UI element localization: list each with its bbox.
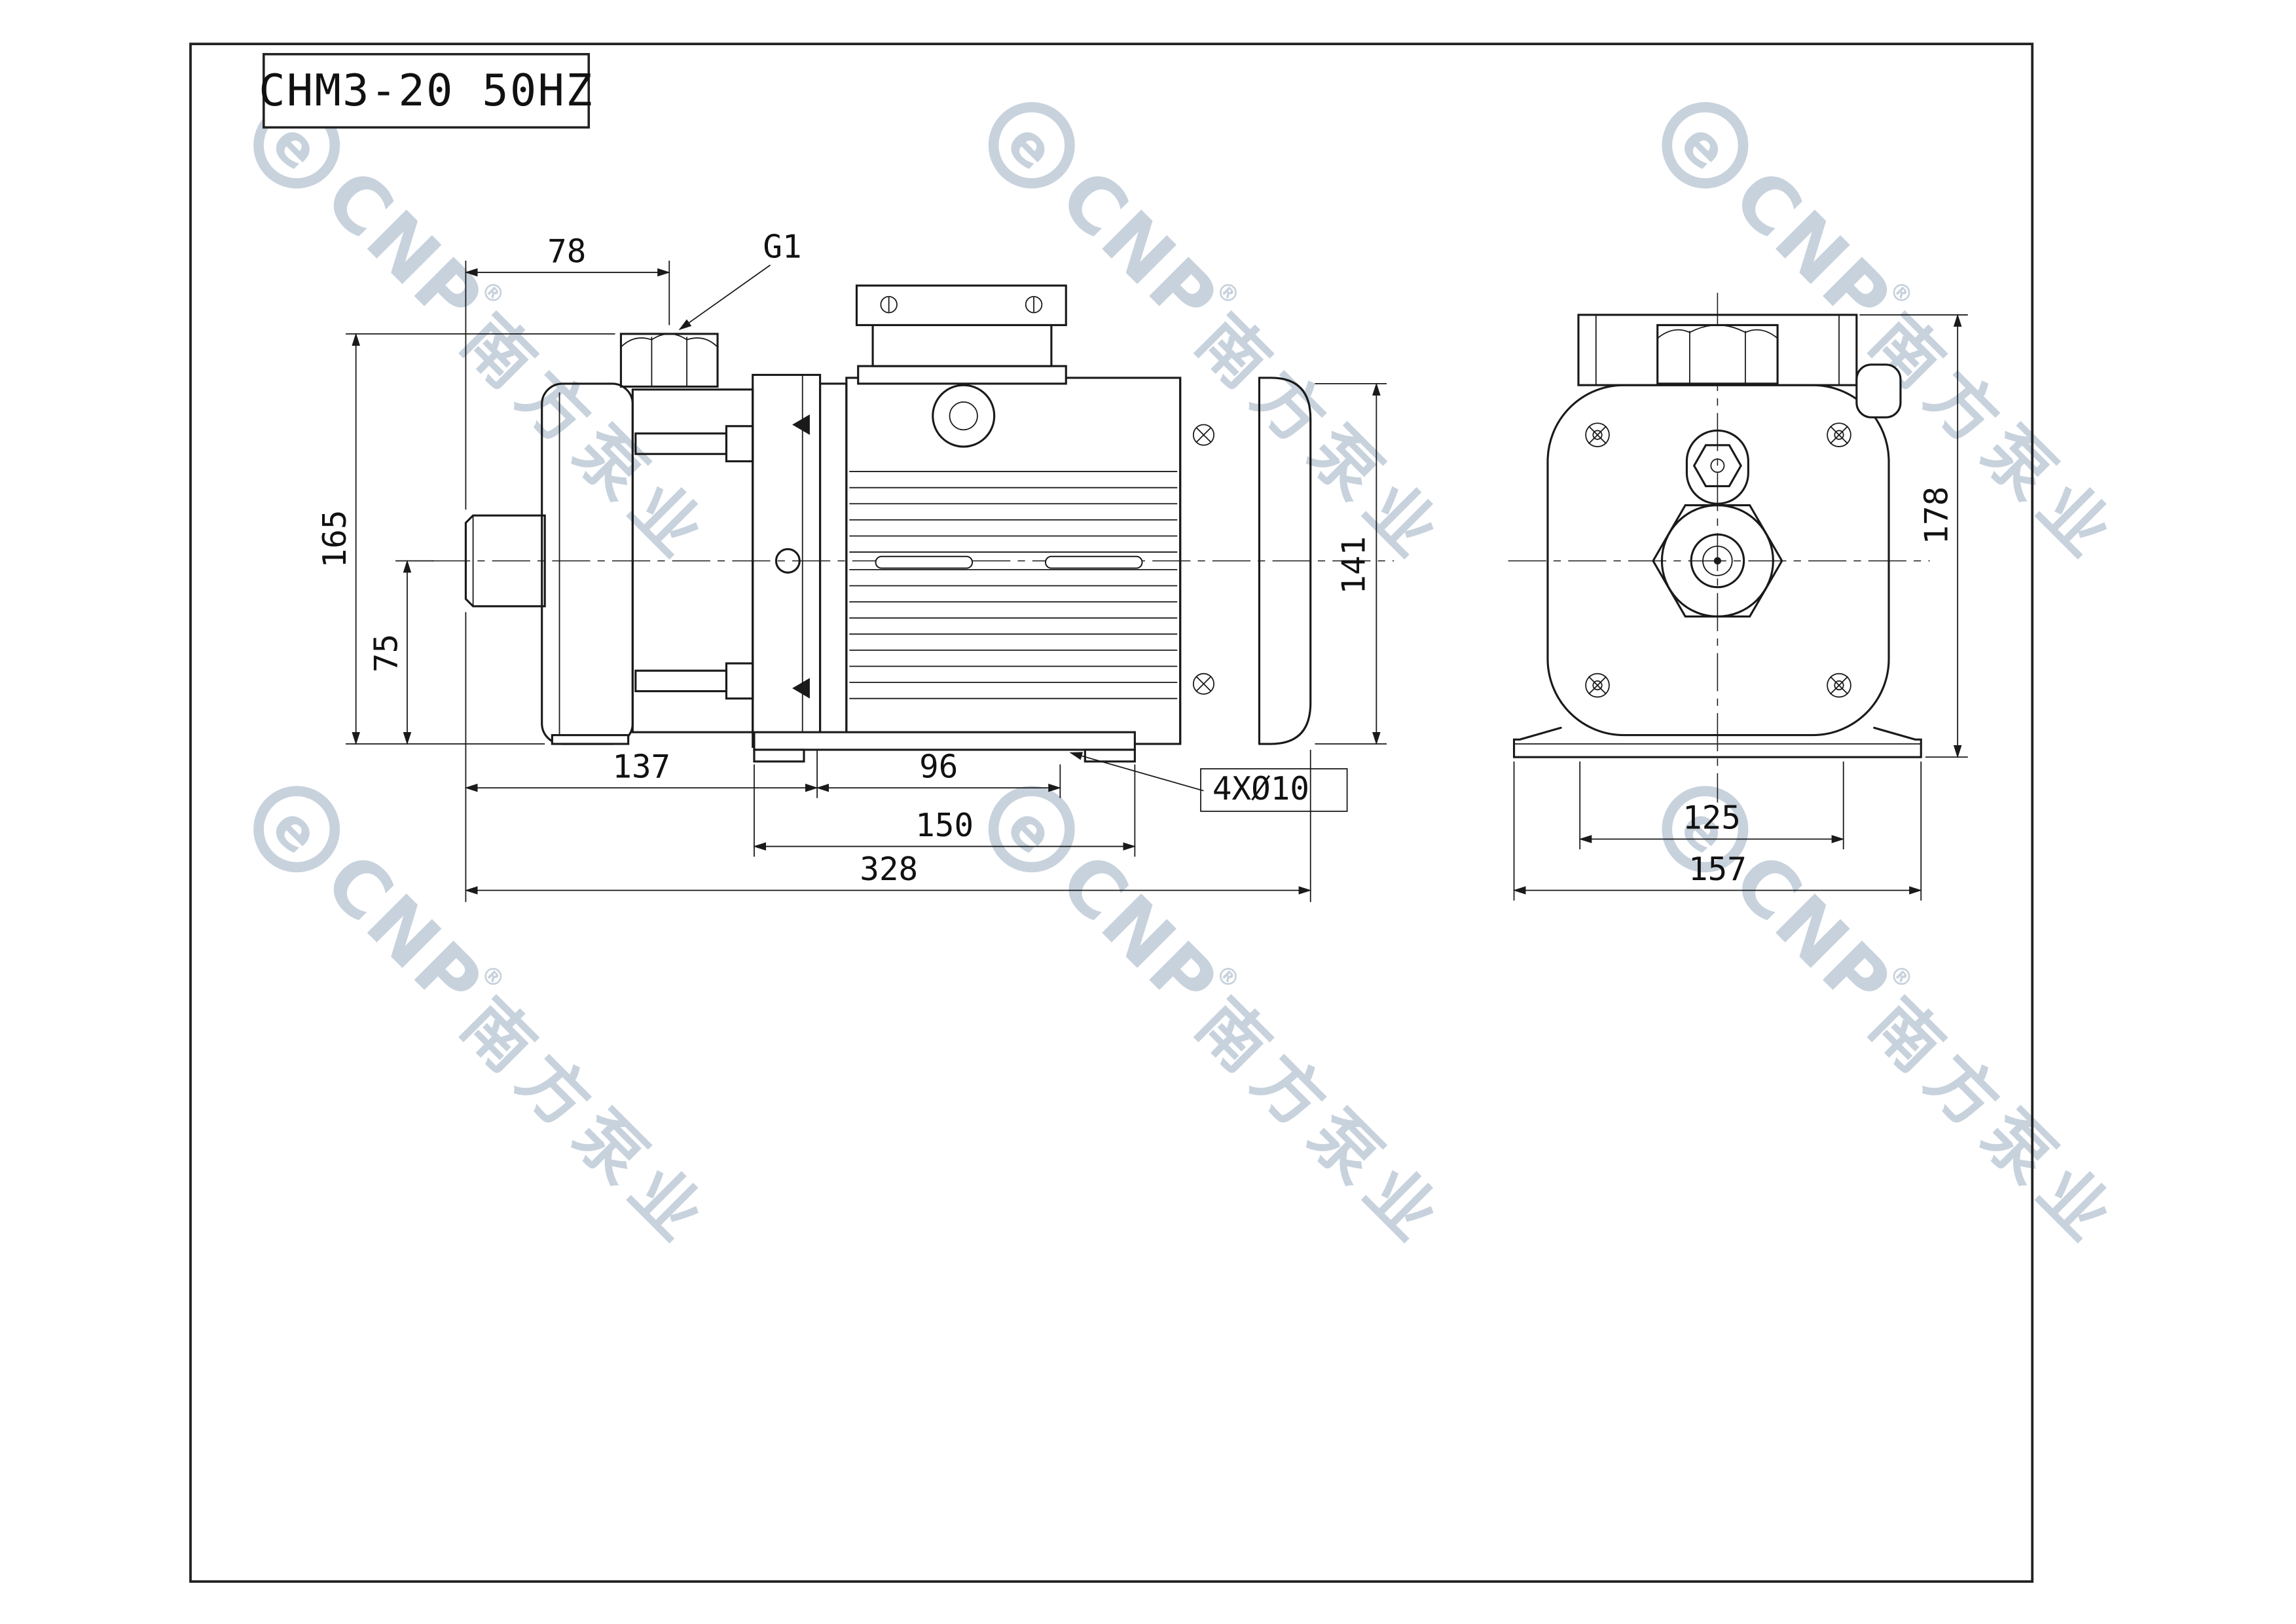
dim-78-label: 78 xyxy=(547,232,586,270)
dimension-178: 178 xyxy=(1859,314,1968,758)
motor-vent-slot xyxy=(1044,555,1143,569)
terminal-box-end-view xyxy=(1577,314,1902,418)
dim-125-label: 125 xyxy=(1683,799,1741,837)
cable-gland-hex xyxy=(1656,323,1779,385)
dimension-150: 150 xyxy=(753,764,1136,857)
foot-holes-label: 4XØ10 xyxy=(1212,769,1309,807)
pump-foot xyxy=(551,734,630,745)
title-block: CHM3-20 50HZ xyxy=(259,52,593,129)
dim-141-label: 141 xyxy=(1334,536,1372,595)
watermark-layer: e CNP ® 南方泵业 xyxy=(240,85,2142,1263)
watermark-brand: CNP xyxy=(308,153,500,345)
base-plate xyxy=(551,731,1136,763)
watermark xyxy=(1648,769,2142,1263)
shaft-hub xyxy=(1652,504,1783,618)
watermark xyxy=(975,769,1469,1263)
dim-96-label: 96 xyxy=(919,747,958,785)
dimension-96: 96 xyxy=(816,747,1061,798)
inlet-thread-label: G1 xyxy=(763,228,801,266)
side-cable-gland xyxy=(1855,363,1902,418)
frame-screw xyxy=(1585,673,1610,698)
dimension-157: 157 xyxy=(1512,761,1922,901)
dimension-137: 137 xyxy=(464,612,818,902)
dim-137-label: 137 xyxy=(612,747,670,785)
cable-entry-hole xyxy=(949,401,978,431)
dim-150-label: 150 xyxy=(915,806,974,844)
inlet-port-hex xyxy=(619,333,719,388)
pump-suction-stub xyxy=(464,514,546,608)
priming-plug xyxy=(1685,429,1749,505)
dimension-165: 165 xyxy=(316,333,615,745)
motor-foot xyxy=(1084,748,1136,763)
watermark-brand-chinese: 南方泵业 xyxy=(446,301,725,580)
end-view: 178 125 157 xyxy=(1508,293,1968,901)
motor-vent-slot xyxy=(875,555,974,569)
dimension-125: 125 xyxy=(1578,761,1845,850)
motor-end-bell xyxy=(1179,377,1312,745)
drawing-title: CHM3-20 50HZ xyxy=(259,65,593,116)
dim-165-label: 165 xyxy=(316,510,354,568)
label-G1: G1 xyxy=(678,228,802,331)
end-bell-screw xyxy=(1192,673,1215,695)
end-bell-screw xyxy=(1192,424,1215,446)
end-view-feet xyxy=(1512,726,1922,758)
watermark: e CNP ® 南方泵业 xyxy=(253,101,725,580)
terminal-box-screw xyxy=(1025,295,1043,314)
terminal-box xyxy=(855,284,1067,448)
cable-entry xyxy=(932,384,996,448)
label-foot-holes: 4XØ10 xyxy=(1069,752,1348,812)
terminal-box-screw xyxy=(880,295,898,314)
motor-flange xyxy=(819,382,848,737)
motor-body xyxy=(845,377,1182,745)
watermark xyxy=(240,769,734,1263)
dim-178-label: 178 xyxy=(1917,487,1955,545)
frame-screw xyxy=(1827,673,1851,698)
side-view: 78 G1 165 75 141 137 xyxy=(316,228,1394,902)
frame-screw xyxy=(1827,422,1851,447)
dim-75-label: 75 xyxy=(367,634,405,673)
title-block-box xyxy=(263,52,591,129)
drawing-border-frame xyxy=(189,43,2034,1583)
dim-157-label: 157 xyxy=(1688,850,1747,888)
dimension-328: 328 xyxy=(464,749,1312,902)
dimension-75: 75 xyxy=(367,559,434,745)
dimension-141: 141 xyxy=(1315,382,1387,745)
motor-cooling-fins xyxy=(849,471,1178,699)
motor-foot xyxy=(753,748,805,763)
dim-328-label: 328 xyxy=(860,850,918,888)
dimension-78: 78 xyxy=(464,232,670,510)
frame-screw xyxy=(1585,422,1610,447)
